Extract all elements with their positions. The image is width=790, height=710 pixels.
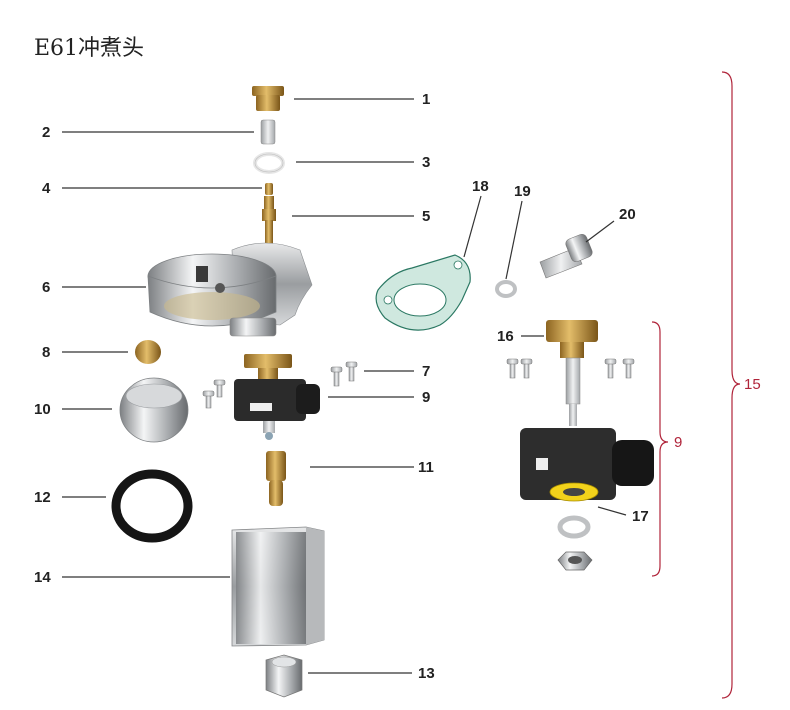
- part-6-chrome-group-housing: [147, 242, 313, 337]
- callout-7: 7: [422, 363, 430, 380]
- callout-6: 6: [42, 279, 50, 296]
- callout-10: 10: [34, 401, 51, 418]
- part-17-solenoid-coil: [520, 428, 654, 502]
- brace-inner-9: [651, 321, 669, 577]
- callout-20: 20: [619, 206, 636, 223]
- callout-17: 17: [632, 508, 649, 525]
- callout-12: 12: [34, 489, 51, 506]
- brace-outer-15: [721, 71, 741, 699]
- part-8-brass-dome: [135, 340, 161, 364]
- part-10-chrome-cup: [119, 377, 189, 443]
- callout-19: 19: [514, 183, 531, 200]
- callout-3: 3: [422, 154, 430, 171]
- part-4-brass-nipple: [265, 183, 273, 195]
- leader-lines: [62, 98, 627, 674]
- callout-4: 4: [42, 180, 51, 197]
- part-7-screws: [202, 361, 358, 409]
- page-title: E61冲煮头: [34, 36, 145, 61]
- callout-5: 5: [422, 208, 430, 225]
- part-11-brass-nozzle: [266, 451, 286, 506]
- callout-14: 14: [34, 569, 51, 586]
- part-19-washer: [495, 280, 517, 298]
- part-18-paper-gasket: [375, 254, 471, 331]
- callout-8: 8: [42, 344, 50, 361]
- part-12-black-gasket: [111, 469, 193, 543]
- part-14-chrome-shroud: [231, 526, 325, 647]
- bracket-label-inner: 9: [674, 434, 682, 451]
- part-17-washer-and-nut: [557, 515, 593, 571]
- callout-1: 1: [422, 91, 430, 108]
- part-13-chrome-nut: [265, 654, 303, 698]
- part-16-screws: [506, 358, 635, 379]
- part-20-bolt: [539, 233, 593, 279]
- part-1-brass-cap: [252, 86, 284, 111]
- callout-11: 11: [418, 459, 434, 476]
- part-5-brass-rod: [262, 196, 276, 246]
- callout-9: 9: [422, 389, 430, 406]
- callout-16: 16: [497, 328, 514, 345]
- callout-13: 13: [418, 665, 435, 682]
- bracket-label-outer: 15: [744, 376, 761, 393]
- part-16-valve-body: [546, 320, 598, 426]
- callout-18: 18: [472, 178, 489, 195]
- callout-2: 2: [42, 124, 50, 141]
- part-2-cylinder: [260, 119, 276, 145]
- part-9-solenoid-valve: [234, 354, 320, 440]
